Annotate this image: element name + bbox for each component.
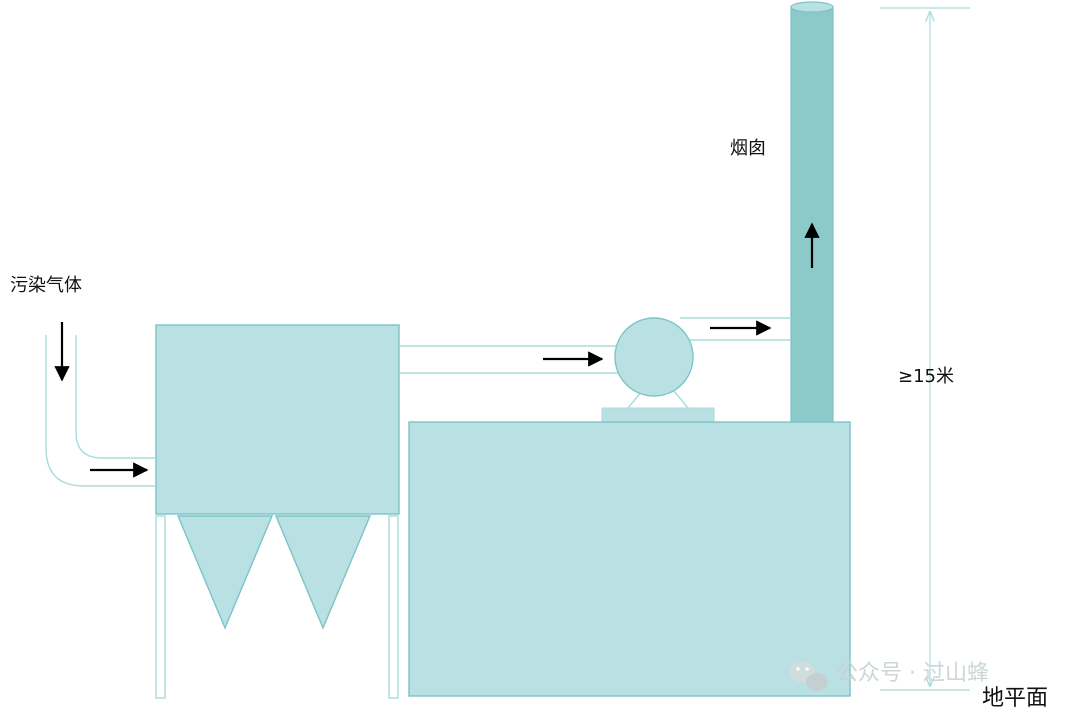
collector-leg-right (388, 515, 399, 699)
chimney (790, 1, 834, 423)
dust-collector (155, 324, 400, 699)
fan-casing (614, 317, 694, 397)
building-block (408, 421, 851, 697)
chimney-top (790, 1, 834, 13)
label-inlet-gas: 污染气体 (10, 275, 82, 296)
inlet-duct (45, 335, 155, 487)
collector-hopper-left (176, 515, 274, 630)
chimney-stack (790, 6, 834, 423)
duct-to-chimney (680, 317, 790, 341)
collector-leg-left (155, 515, 166, 699)
height-dimension (880, 7, 970, 691)
watermark-text: 公众号 · 过山蜂 (836, 661, 989, 686)
fan-base (601, 407, 715, 423)
fan (601, 317, 715, 423)
label-chimney: 烟囱 (730, 138, 766, 159)
wechat-icon (789, 661, 828, 691)
watermark: 公众号 · 过山蜂 (789, 661, 989, 691)
collector-hopper-right (274, 515, 372, 630)
collector-body (155, 324, 400, 515)
flow-arrows (54, 222, 820, 478)
label-height: ≥15米 (898, 366, 954, 387)
label-ground: 地平面 (982, 686, 1048, 711)
duct-to-fan (400, 345, 618, 374)
